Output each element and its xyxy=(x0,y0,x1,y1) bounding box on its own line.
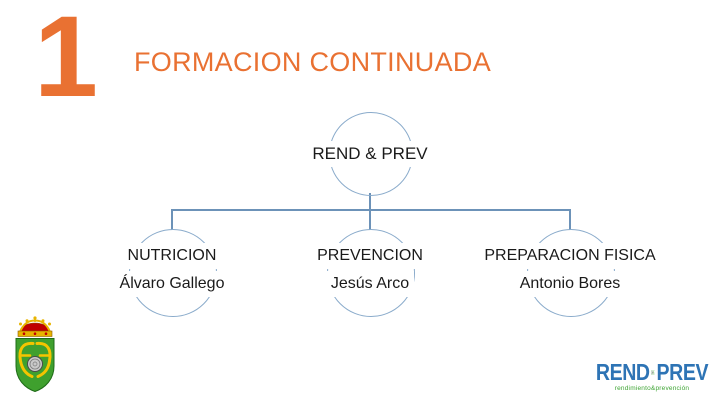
connector-drop-right xyxy=(569,209,571,231)
rendprev-logo: REND PR xyxy=(586,359,718,393)
root-node-label: REND & PREV xyxy=(304,141,436,167)
node-person-label: Antonio Bores xyxy=(514,271,626,297)
node-person-label: Álvaro Gallego xyxy=(114,271,230,297)
slide-number: 1 xyxy=(34,0,98,121)
node-role-label: PREVENCION xyxy=(312,243,428,269)
logo-row: REND PR xyxy=(595,359,709,385)
logo-tagline: rendimiento&prevención xyxy=(614,385,690,392)
slide-title: FORMACION CONTINUADA xyxy=(134,47,491,77)
logo-word-rend: REND xyxy=(595,359,650,385)
connector-horizontal xyxy=(171,209,571,211)
connector-drop-left xyxy=(171,209,173,231)
logo-word-prev: PREV xyxy=(656,359,709,385)
node-role-label: NUTRICION xyxy=(122,243,222,269)
child-node-preparacion-fisica: PREPARACION FISICA Antonio Bores xyxy=(460,243,680,297)
child-node-nutricion: NUTRICION Álvaro Gallego xyxy=(62,243,282,297)
federation-crest-icon xyxy=(15,316,55,393)
node-person-label: Jesús Arco xyxy=(325,271,415,297)
connector-root-vertical xyxy=(369,193,371,230)
node-role-label: PREPARACION FISICA xyxy=(479,243,661,269)
runners-icon xyxy=(651,370,655,375)
child-node-prevencion: PREVENCION Jesús Arco xyxy=(260,243,480,297)
